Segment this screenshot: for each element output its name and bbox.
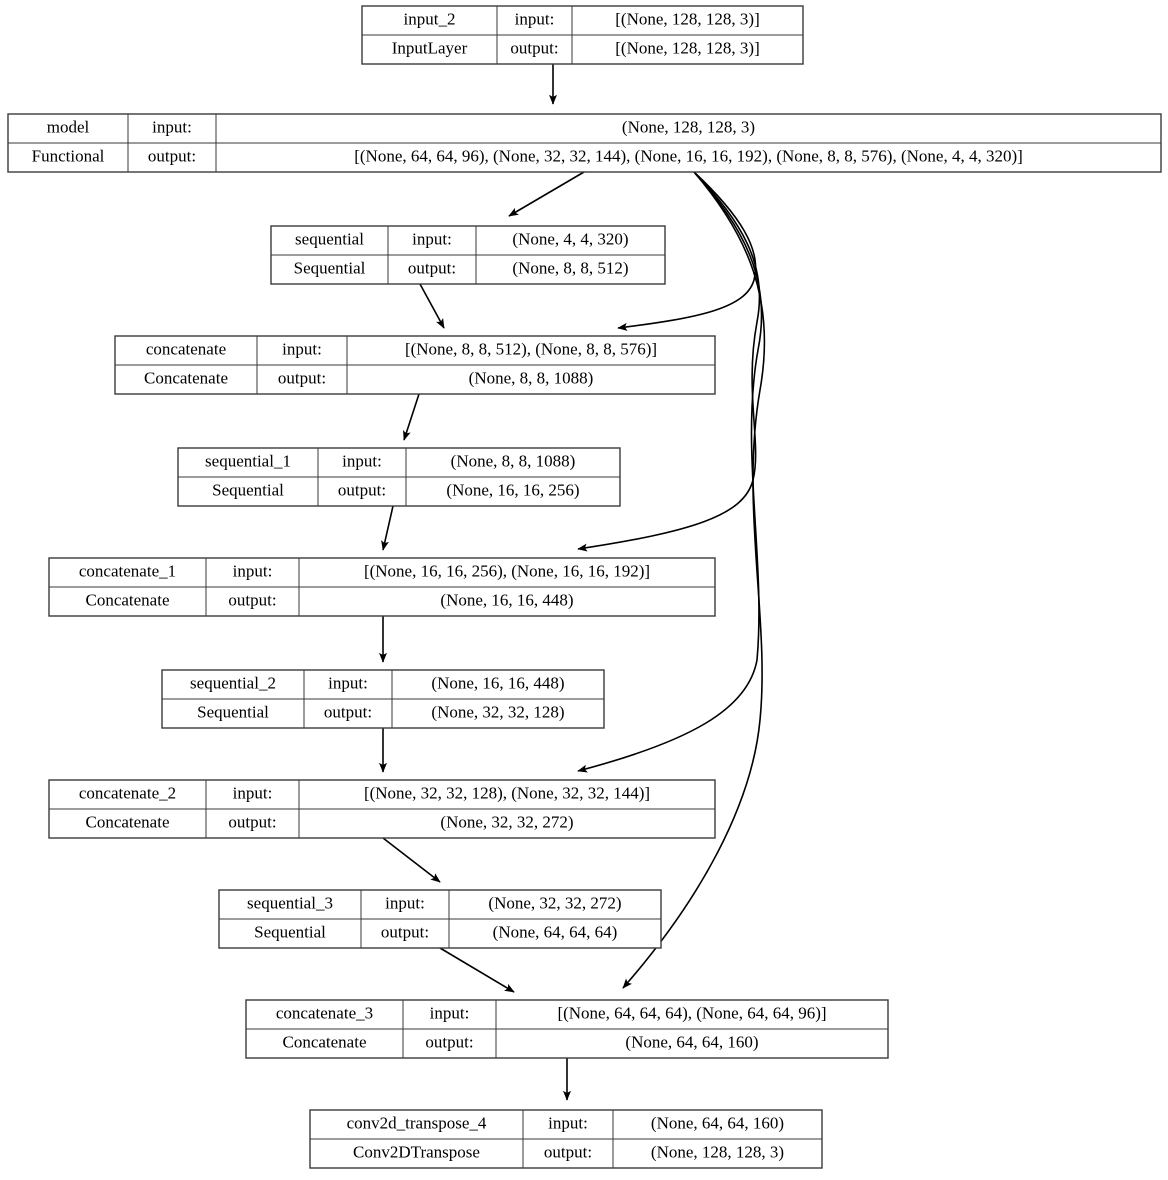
graph-edge [622,171,766,989]
node-output-shape: (None, 16, 16, 448) [440,590,573,609]
graph-edge [577,171,763,773]
node-layer-name: model [47,117,90,136]
node-output-shape: (None, 8, 8, 1088) [469,368,594,387]
node-input-shape: [(None, 128, 128, 3)] [615,9,759,28]
node-output-shape: (None, 64, 64, 64) [493,922,618,941]
node-layer-class: Concatenate [282,1032,366,1051]
node-output-label: output: [408,258,456,277]
node-layer-name: sequential_1 [205,451,291,470]
node-output-shape: (None, 8, 8, 512) [512,258,628,277]
graph-edge [419,283,445,329]
node-layer-class: Concatenate [144,368,228,387]
node-layer-name: conv2d_transpose_4 [347,1113,487,1132]
node-layer-class: Concatenate [85,590,169,609]
node-input-label: input: [152,117,192,136]
graph-edge [617,171,757,331]
node-output-label: output: [148,146,196,165]
node-layer-name: sequential [295,229,364,248]
node-layer-name: concatenate_1 [79,561,176,580]
node-input-shape: [(None, 64, 64, 64), (None, 64, 64, 96)] [557,1003,826,1022]
graph-edge [403,393,420,441]
node-layer-class: Functional [32,146,105,165]
graph-edge [439,947,515,993]
graph-node-concatenate_1[interactable] [48,557,716,617]
node-input-label: input: [282,339,322,358]
graph-node-sequential_3[interactable] [218,889,662,949]
node-layer-class: Sequential [254,922,326,941]
node-output-label: output: [544,1142,592,1161]
graph-node-sequential_2[interactable] [161,669,605,729]
graph-edge [577,171,761,552]
node-layer-name: sequential_3 [247,893,333,912]
node-output-label: output: [510,38,558,57]
graph-node-model[interactable] [7,113,1162,173]
node-input-shape: [(None, 8, 8, 512), (None, 8, 8, 576)] [405,339,657,358]
node-layer-class: Sequential [212,480,284,499]
node-output-label: output: [278,368,326,387]
node-output-label: output: [324,702,372,721]
node-input-label: input: [412,229,452,248]
node-output-shape: (None, 16, 16, 256) [446,480,579,499]
node-input-shape: (None, 8, 8, 1088) [451,451,576,470]
node-layer-name: input_2 [404,9,456,28]
node-input-label: input: [233,783,273,802]
node-layer-class: Concatenate [85,812,169,831]
graph-edge [382,837,441,883]
graph-node-input_2[interactable] [361,5,804,65]
node-input-shape: [(None, 16, 16, 256), (None, 16, 16, 192… [364,561,650,580]
node-layer-name: concatenate_3 [276,1003,373,1022]
node-output-label: output: [338,480,386,499]
node-input-label: input: [233,561,273,580]
graph-edge [508,171,585,217]
node-input-shape: [(None, 32, 32, 128), (None, 32, 32, 144… [364,783,650,802]
node-input-label: input: [328,673,368,692]
node-layer-class: Sequential [294,258,366,277]
node-output-shape: (None, 32, 32, 272) [440,812,573,831]
node-output-label: output: [228,812,276,831]
node-layer-name: concatenate_2 [79,783,176,802]
node-layer-name: concatenate [146,339,226,358]
graph-node-concatenate_2[interactable] [48,779,716,839]
node-layer-class: Sequential [197,702,269,721]
node-layer-class: Conv2DTranspose [353,1142,480,1161]
node-output-shape: (None, 32, 32, 128) [431,702,564,721]
node-output-shape: (None, 128, 128, 3) [651,1142,784,1161]
node-input-shape: (None, 4, 4, 320) [512,229,628,248]
graph-node-sequential_1[interactable] [177,447,621,507]
node-output-shape: (None, 64, 64, 160) [625,1032,758,1051]
node-input-label: input: [385,893,425,912]
node-input-label: input: [515,9,555,28]
node-input-shape: (None, 64, 64, 160) [651,1113,784,1132]
graph-node-concatenate_3[interactable] [245,999,889,1059]
graph-node-sequential[interactable] [270,225,666,285]
node-output-label: output: [425,1032,473,1051]
node-layer-name: sequential_2 [190,673,276,692]
node-input-label: input: [430,1003,470,1022]
node-output-label: output: [228,590,276,609]
node-input-label: input: [548,1113,588,1132]
node-input-label: input: [342,451,382,470]
node-input-shape: (None, 32, 32, 272) [488,893,621,912]
node-output-shape: [(None, 64, 64, 96), (None, 32, 32, 144)… [354,146,1023,165]
graph-edge [381,505,394,551]
graph-node-concatenate[interactable] [114,335,716,395]
node-input-shape: (None, 128, 128, 3) [622,117,755,136]
node-layer-class: InputLayer [392,38,468,57]
node-input-shape: (None, 16, 16, 448) [431,673,564,692]
graph-node-conv2d_transpose_4[interactable] [309,1109,823,1169]
node-output-label: output: [381,922,429,941]
node-output-shape: [(None, 128, 128, 3)] [615,38,759,57]
edge-layer [379,64,766,1101]
